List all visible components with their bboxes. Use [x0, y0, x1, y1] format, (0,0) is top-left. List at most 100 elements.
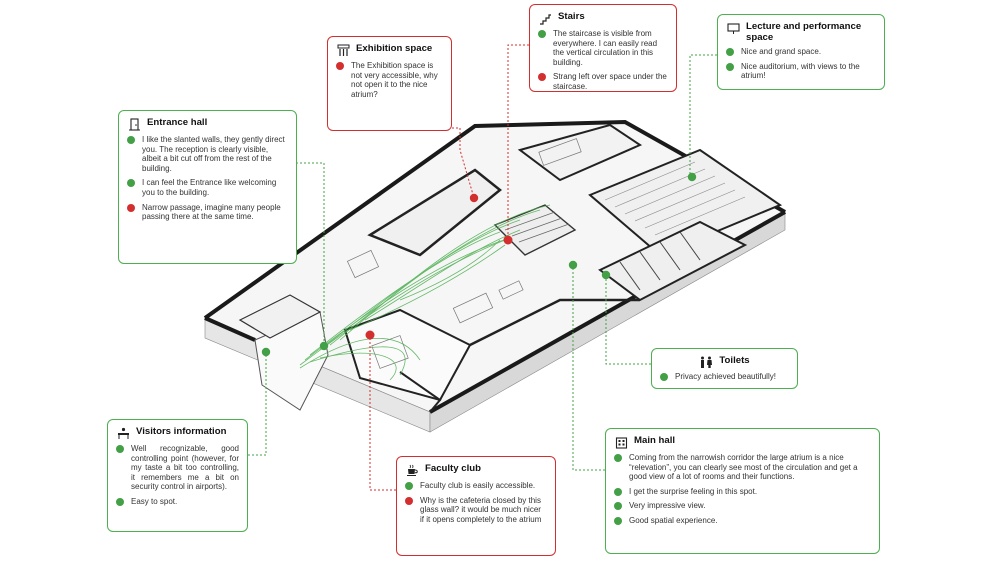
comment-item: The staircase is visible from everywhere… [538, 29, 668, 67]
card-title: Exhibition space [356, 43, 433, 54]
marker-toilets [601, 270, 611, 280]
leader-mainhall [572, 265, 605, 471]
card-exhibition-space: Exhibition space The Exhibition space is… [327, 36, 452, 131]
leader-toilets [605, 275, 651, 365]
card-title: Visitors information [136, 426, 227, 437]
negative-dot-icon [336, 62, 344, 70]
comment-item: Nice auditorium, with views to the atriu… [726, 62, 876, 81]
card-title: Main hall [634, 435, 676, 446]
outer-wall-front [204, 316, 256, 342]
card-title: Faculty club [425, 463, 481, 474]
main-hall-wall [469, 298, 640, 347]
card-faculty-club: Faculty club Faculty club is easily acce… [396, 456, 556, 556]
leader-entrance [296, 162, 325, 345]
toilet-block [598, 220, 748, 302]
info-desk-icon [116, 426, 130, 440]
comment-text: Nice and grand space. [741, 47, 822, 56]
comment-item: Narrow passage, imagine many people pass… [127, 203, 288, 222]
positive-dot-icon [614, 454, 622, 462]
positive-dot-icon [127, 136, 135, 144]
door-icon [127, 117, 141, 131]
card-title: Stairs [558, 11, 585, 22]
positive-dot-icon [614, 516, 622, 525]
comment-item: Very impressive view. [614, 501, 871, 511]
comment-text: Privacy achieved beautifully! [675, 372, 776, 381]
positive-dot-icon [116, 497, 124, 506]
marker-stairs [503, 235, 513, 245]
card-visitors-information: Visitors information Well recognizable, … [107, 419, 248, 532]
auditorium-seating [604, 161, 746, 236]
negative-dot-icon [405, 496, 413, 505]
positive-dot-icon [538, 30, 546, 38]
comment-item: Good spatial experience. [614, 516, 871, 526]
side-room [238, 294, 322, 339]
leader-lecture [689, 54, 717, 176]
positive-dot-icon [614, 487, 622, 496]
negative-dot-icon [127, 203, 135, 212]
comment-item: Easy to spot. [116, 497, 239, 507]
comment-text: Nice auditorium, with views to the atriu… [741, 61, 860, 81]
card-title: Lecture and performance space [746, 21, 862, 43]
card-main-hall: Main hall Coming from the narrowish corr… [605, 428, 880, 554]
positive-dot-icon [726, 48, 734, 56]
marker-main-hall [568, 260, 578, 270]
comment-item: I get the surprise feeling in this spot. [614, 487, 871, 497]
positive-dot-icon [116, 445, 124, 453]
comment-text: Strang left over space under the stairca… [553, 72, 667, 91]
toilet-icon [699, 355, 713, 369]
comment-item: Strang left over space under the stairca… [538, 72, 668, 91]
comment-item: Why is the cafeteria closed by this glas… [405, 496, 547, 525]
exhibition-icon [336, 43, 350, 57]
negative-dot-icon [538, 73, 546, 82]
positive-dot-icon [405, 482, 413, 490]
faculty-club-enclosure [343, 308, 472, 402]
comment-text: Well recognizable, good controlling poin… [131, 444, 239, 492]
comment-text: I like the slanted walls, they gently di… [142, 135, 285, 173]
comment-item: Nice and grand space. [726, 47, 876, 57]
comment-item: Faculty club is easily accessible. [405, 481, 547, 491]
marker-exhibition [469, 193, 479, 203]
card-toilets: Toilets Privacy achieved beautifully! [651, 348, 798, 389]
positive-dot-icon [614, 502, 622, 511]
marker-visitors [261, 347, 271, 357]
comment-text: Very impressive view. [629, 501, 706, 511]
comment-item: The Exhibition space is not very accessi… [336, 61, 443, 99]
exhibition-room [367, 168, 502, 257]
card-title: Toilets [719, 355, 750, 366]
coffee-icon [405, 463, 419, 477]
comment-item: I can feel the Entrance like welcoming y… [127, 178, 288, 197]
leader-visitors [248, 352, 267, 456]
comment-item: Coming from the narrowish corridor the l… [614, 453, 871, 482]
stairs-icon [538, 11, 552, 25]
positive-dot-icon [660, 373, 668, 381]
comment-text: Coming from the narrowish corridor the l… [629, 453, 858, 482]
card-lecture-space: Lecture and performance space Nice and g… [717, 14, 885, 90]
comment-text: I can feel the Entrance like welcoming y… [142, 178, 277, 197]
visitor-paths [299, 204, 551, 381]
comment-item: Well recognizable, good controlling poin… [116, 444, 239, 492]
comment-text: I get the surprise feeling in this spot. [629, 486, 758, 496]
leader-faculty [369, 335, 396, 491]
comment-text: The staircase is visible from everywhere… [553, 29, 658, 67]
comment-text: Good spatial experience. [629, 515, 718, 525]
location-markers [261, 172, 697, 357]
marker-entrance [319, 341, 329, 351]
comment-text: Why is the cafeteria closed by this glas… [420, 495, 542, 524]
marker-faculty [365, 330, 375, 340]
auditorium [588, 148, 783, 257]
comment-text: Faculty club is easily accessible. [420, 481, 536, 490]
comment-text: The Exhibition space is not very accessi… [351, 61, 438, 99]
comment-text: Narrow passage, imagine many people pass… [142, 202, 281, 222]
comment-item: Privacy achieved beautifully! [660, 372, 789, 382]
card-stairs: Stairs The staircase is visible from eve… [529, 4, 677, 92]
screen-icon [726, 21, 740, 35]
building-icon [614, 435, 628, 449]
furniture [346, 138, 582, 369]
card-entrance-hall: Entrance hall I like the slanted walls, … [118, 110, 297, 264]
card-title: Entrance hall [147, 117, 208, 128]
toilet-cubicles [619, 231, 701, 291]
stair-core [493, 204, 577, 256]
marker-lecture [687, 172, 697, 182]
